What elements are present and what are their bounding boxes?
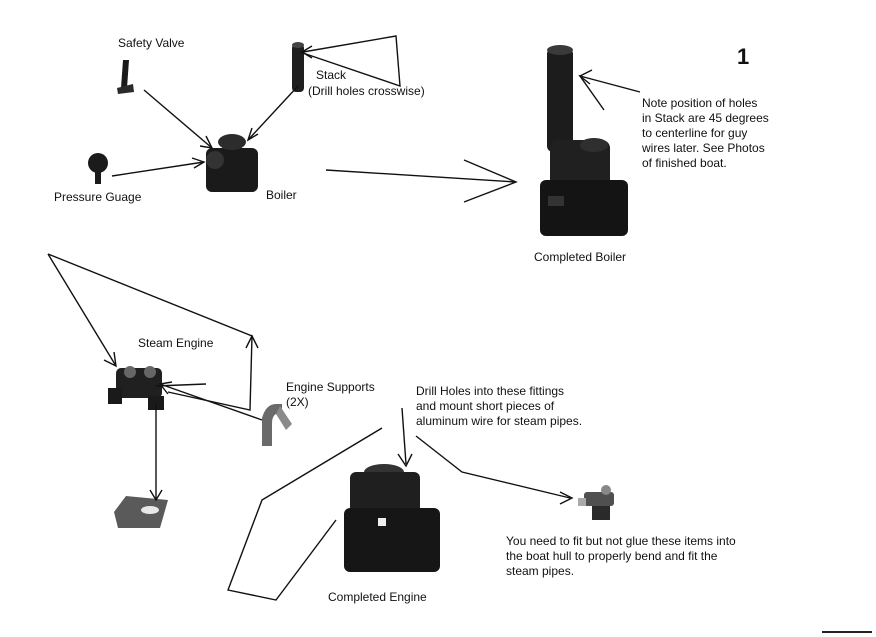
engine-base-plate — [114, 496, 168, 528]
stack-part — [292, 42, 304, 92]
engine-supports-part — [262, 404, 292, 446]
engine-supports-qty-label: (2X) — [286, 395, 309, 409]
note-line: You need to fit but not glue these items… — [506, 534, 736, 548]
page-number: 1 — [737, 44, 750, 69]
boiler-label: Boiler — [266, 188, 297, 202]
boiler-part — [206, 134, 258, 192]
steam-engine-label: Steam Engine — [138, 336, 214, 350]
note-line: wires later. See Photos — [642, 141, 765, 155]
note-line: and mount short pieces of — [416, 399, 555, 413]
pipe-fittings-part — [578, 485, 614, 520]
arrow-lines — [47, 35, 641, 601]
completed-boiler-image — [540, 45, 628, 236]
note-line: Drill Holes into these fittings — [416, 384, 565, 398]
completed-boiler-label: Completed Boiler — [534, 250, 627, 264]
stack-note-label: (Drill holes crosswise) — [308, 84, 425, 98]
note-line: aluminum wire for steam pipes. — [416, 414, 583, 428]
stack-label: Stack — [316, 68, 347, 82]
note-line: Note position of holes — [642, 96, 758, 110]
note-line: in Stack are 45 degrees — [642, 111, 769, 125]
safety-valve-part — [117, 60, 134, 94]
engine-supports-label: Engine Supports — [286, 380, 375, 394]
note-line: of finished boat. — [642, 156, 727, 170]
note-line: steam pipes. — [506, 564, 575, 578]
completed-engine-label: Completed Engine — [328, 590, 427, 604]
note-line: the boat hull to properly bend and fit t… — [506, 549, 718, 563]
pressure-gauge-label: Pressure Guage — [54, 190, 142, 204]
page-corner-rule — [822, 631, 872, 633]
completed-engine-image — [344, 464, 440, 572]
note-line: to centerline for guy — [642, 126, 748, 140]
steam-engine-part — [108, 366, 164, 410]
pressure-gauge-part — [88, 153, 108, 184]
safety-valve-label: Safety Valve — [118, 36, 185, 50]
